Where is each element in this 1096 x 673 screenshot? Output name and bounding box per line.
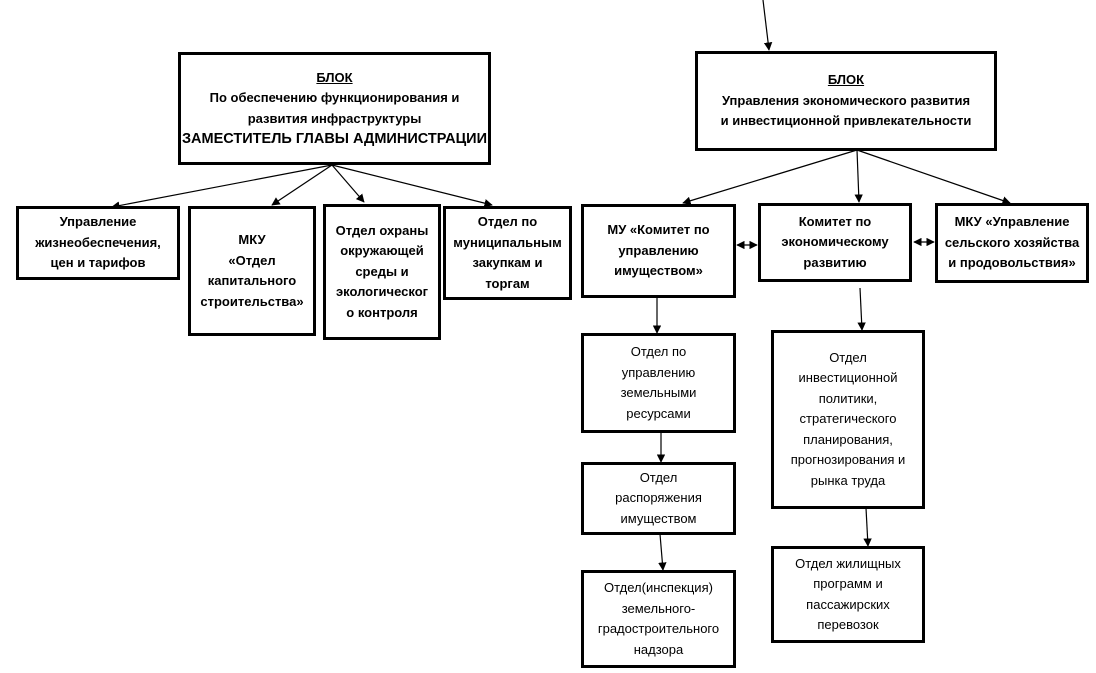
econ-block-line1: Управления экономического развития (721, 92, 971, 108)
sub-unit-land-line: Отдел по (630, 344, 687, 359)
arrow-infra-to-procurement (331, 164, 493, 208)
arrow-infra-to-mku-cap (271, 164, 333, 206)
unit-econ-committee-line: развитию (803, 254, 867, 270)
unit-procurement-line: торгам (485, 275, 530, 291)
unit-ecology: Отдел охраны окружающей среды и экологич… (323, 204, 441, 340)
unit-mku-capital-construction: МКУ «Отдел капитального строительства» (188, 206, 316, 336)
sub-unit-investment-line: рынка труда (810, 472, 886, 488)
arrow-investment-to-housing (863, 507, 872, 547)
sub-unit-housing-line: Отдел жилищных (795, 555, 901, 571)
arrow-disposal-to-inspection (658, 533, 667, 571)
unit-ecology-line: окружающей (340, 243, 424, 259)
sub-unit-disposal-line: Отдел (639, 469, 678, 485)
sub-unit-inspection-line: земельного- (621, 600, 696, 616)
unit-econ-committee-line: Комитет по (798, 213, 872, 229)
arrow-infra-to-ecology (331, 164, 365, 203)
sub-unit-disposal-line: распоряжения (615, 490, 702, 506)
sub-unit-inspection-line: надзора (633, 641, 684, 657)
econ-block-line2: и инвестиционной привлекательности (720, 113, 972, 129)
sub-unit-investment-policy: Отдел инвестиционной политики, стратегич… (771, 330, 925, 509)
unit-agriculture-line: и продовольствия» (948, 255, 1076, 271)
unit-life-support-line: цен и тарифов (50, 255, 146, 271)
sub-unit-inspection-line: градостроительного (597, 621, 720, 636)
unit-ecology-line: о контроля (346, 304, 418, 320)
arrow-econ-to-property-committee (682, 149, 858, 205)
arrow-econ-to-agriculture (856, 149, 1011, 205)
unit-life-support: Управление жизнеобеспечения, цен и тариф… (16, 206, 180, 280)
econ-block: БЛОК Управления экономического развития … (695, 51, 997, 151)
unit-procurement: Отдел по муниципальным закупкам и торгам (443, 206, 572, 300)
sub-unit-housing-line: программ и (813, 576, 883, 591)
sub-unit-investment-line: прогнозирования и (790, 452, 906, 468)
unit-econ-committee: Комитет по экономическому развитию (758, 203, 912, 282)
unit-agriculture-line: МКУ «Управление (954, 214, 1070, 230)
sub-unit-land-line: земельными (620, 385, 697, 400)
unit-econ-committee-line: экономическому (781, 234, 889, 250)
unit-procurement-line: муниципальным (453, 234, 562, 250)
sub-unit-housing-line: перевозок (817, 617, 879, 632)
arrow-econ-committee-to-investment (857, 287, 866, 331)
sub-unit-inspection-line: Отдел(инспекция) (604, 580, 713, 595)
sub-unit-investment-line: политики, (818, 390, 878, 406)
econ-block-title: БЛОК (827, 72, 865, 88)
sub-unit-inspection: Отдел(инспекция) земельного- градостроит… (581, 570, 736, 668)
unit-property-committee-line: управлению (618, 242, 699, 258)
arrow-incoming-to-econ-block (762, 0, 773, 51)
unit-mku-cap-line: «Отдел (228, 252, 276, 268)
unit-ecology-line: среды и (355, 263, 409, 279)
unit-agriculture: МКУ «Управление сельского хозяйства и пр… (935, 203, 1089, 283)
unit-life-support-line: Управление (59, 214, 137, 230)
infra-block-line3: ЗАМЕСТИТЕЛЬ ГЛАВЫ АДМИНИСТРАЦИИ (181, 131, 488, 147)
sub-unit-investment-line: планирования, (803, 431, 893, 447)
sub-unit-land-resources: Отдел по управлению земельными ресурсами (581, 333, 736, 433)
sub-unit-investment-line: стратегического (799, 411, 897, 427)
sub-unit-investment-line: инвестиционной (798, 370, 898, 386)
unit-life-support-line: жизнеобеспечения, (35, 234, 161, 250)
unit-procurement-line: Отдел по (477, 214, 538, 229)
unit-mku-cap-line: МКУ (238, 232, 266, 247)
sub-unit-housing-line: пассажирских (806, 596, 890, 612)
infra-block-line1: По обеспечению функционирования и (209, 90, 460, 105)
sub-unit-investment-line: Отдел (829, 349, 867, 365)
arrow-econ-to-econ-committee (854, 149, 863, 203)
sub-unit-land-line: ресурсами (626, 405, 691, 421)
unit-mku-cap-line: строительства» (200, 293, 304, 309)
unit-property-committee: МУ «Комитет по управлению имуществом» (581, 204, 736, 298)
unit-ecology-line: экологическог (335, 284, 429, 300)
unit-property-committee-line: имуществом» (614, 263, 703, 279)
infra-block: БЛОК По обеспечению функционирования и р… (178, 52, 491, 165)
sub-unit-housing-transport: Отдел жилищных программ и пассажирских п… (771, 546, 925, 643)
sub-unit-land-line: управлению (621, 364, 696, 380)
unit-mku-cap-line: капитального (207, 273, 297, 288)
unit-agriculture-line: сельского хозяйства (944, 234, 1080, 250)
sub-unit-disposal-line: имуществом (620, 510, 697, 526)
unit-ecology-line: Отдел охраны (335, 222, 429, 238)
arrow-infra-to-life (111, 164, 333, 210)
sub-unit-property-disposal: Отдел распоряжения имуществом (581, 462, 736, 535)
unit-property-committee-line: МУ «Комитет по (607, 222, 710, 238)
infra-block-title: БЛОК (316, 69, 353, 85)
unit-procurement-line: закупкам и (472, 255, 543, 270)
infra-block-line2: развития инфраструктуры (247, 110, 422, 126)
